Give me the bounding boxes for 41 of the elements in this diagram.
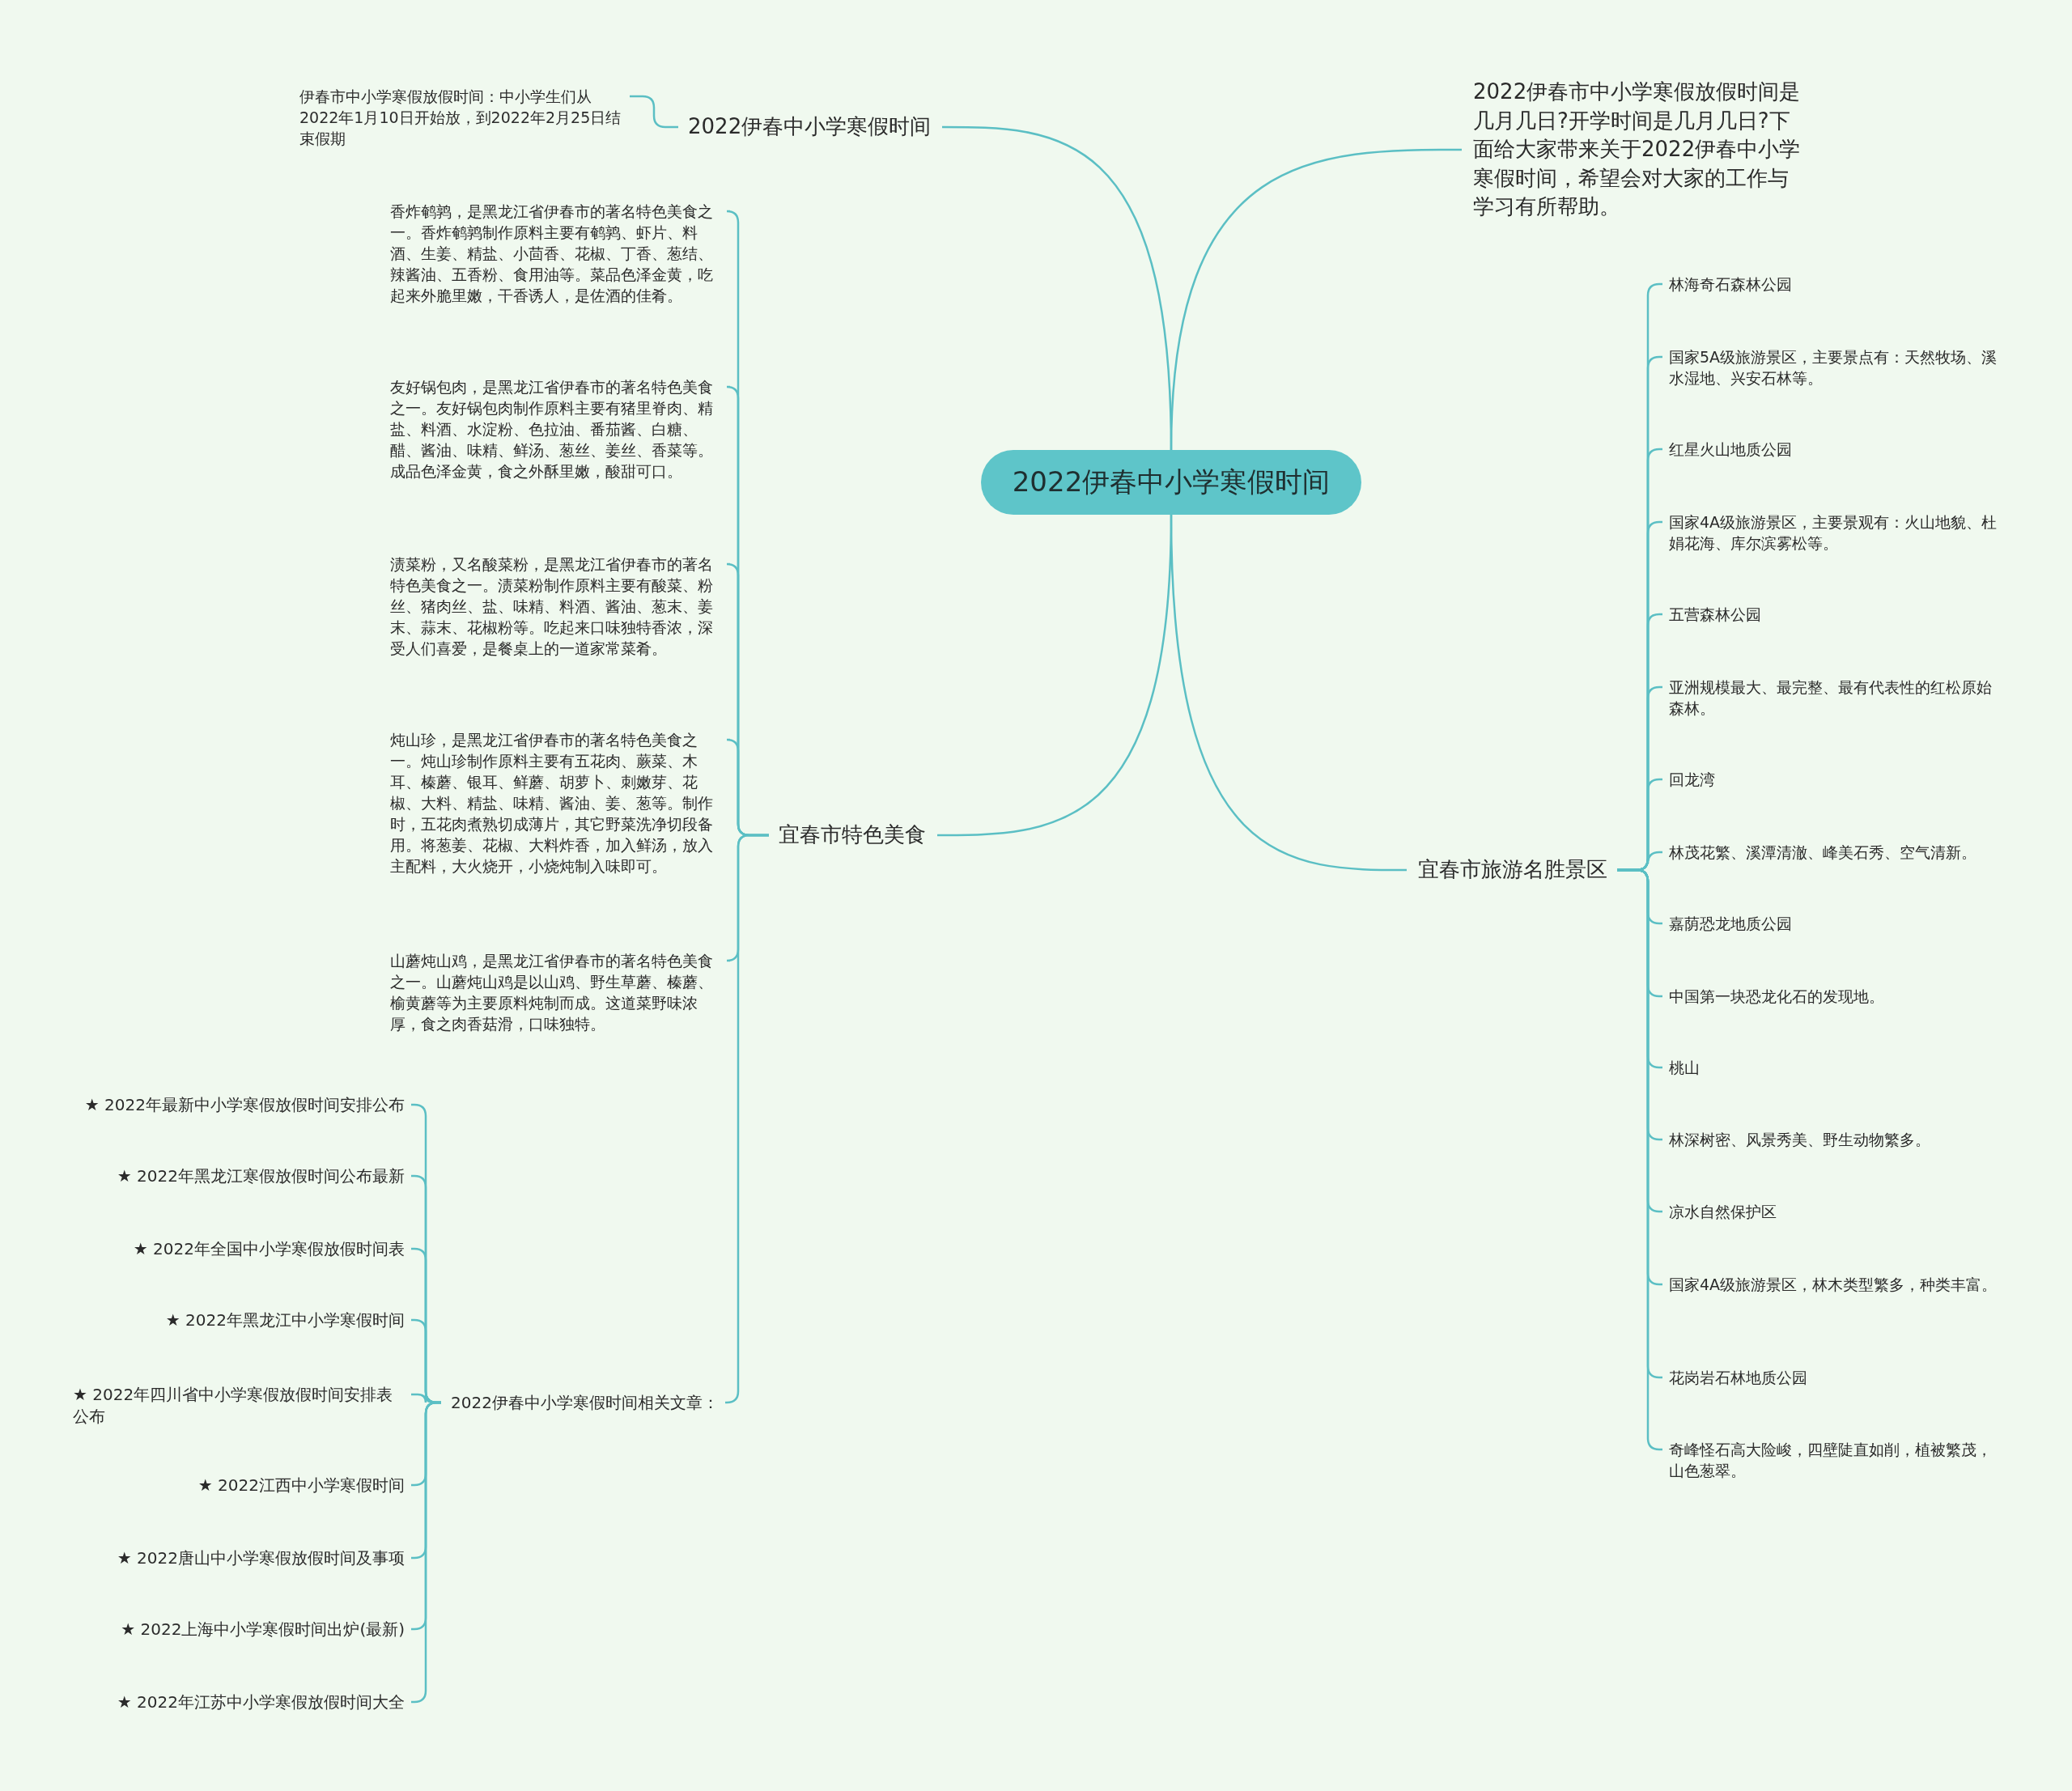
topic-text: 国家5A级旅游景区，主要景点有：天然牧场、溪水湿地、兴安石林等。 xyxy=(1669,346,2001,389)
topic-text: 炖山珍，是黑龙江省伊春市的著名特色美食之一。炖山珍制作原料主要有五花肉、蕨菜、木耳、榛蘑、银耳、鲜蘑、胡萝卜、刺嫩芽、花椒、大料、精盐、味精、酱油、姜、葱等。制作时，五花肉煮熟切成薄片，其它野菜洗净切段备用。将葱姜、花椒、大料炸香，加入鲜汤，放入主配料，大火烧开，小烧炖制入味即可。 xyxy=(390,729,724,877)
topic-text: 奇峰怪石高大险峻，四壁陡直如削，植被繁茂，山色葱翠。 xyxy=(1669,1439,2001,1482)
topic-text: 国家4A级旅游景区，林木类型繁多，种类丰富。 xyxy=(1669,1274,2001,1295)
connector-line xyxy=(630,95,678,129)
topic-text: 亚洲规模最大、最完整、最有代表性的红松原始森林。 xyxy=(1669,677,2001,719)
topic-text: ★ 2022年四川省中小学寒假放假时间安排表公布 xyxy=(73,1384,405,1428)
topic-text: 国家4A级旅游景区，主要景观有：火山地貌、杜娟花海、库尔滨雾松等。 xyxy=(1669,511,2001,554)
topic-text: 嘉荫恐龙地质公园 xyxy=(1669,913,2001,934)
branch-topic: 2022伊春中小学寒假时间相关文章： xyxy=(451,1392,719,1413)
topic-text: ★ 2022年全国中小学寒假放假时间表 xyxy=(133,1238,405,1261)
connector-line xyxy=(1170,148,1462,451)
topic-text: 香炸鹌鹑，是黑龙江省伊春市的著名特色美食之一。香炸鹌鹑制作原料主要有鹌鹑、虾片、料酒、生姜、精盐、小茴香、花椒、丁香、葱结、辣酱油、五香粉、食用油等。菜品色泽金黄，吃起来外脆里嫩，干香诱人，是佐酒的佳肴。 xyxy=(390,201,724,307)
topic-text: 桃山 xyxy=(1669,1057,2001,1078)
topic-text: ★ 2022年黑龙江寒假放假时间公布最新 xyxy=(117,1165,405,1188)
branch-topic: 宜春市特色美食 xyxy=(779,821,926,849)
connector-line xyxy=(1170,514,1407,872)
topic-text: 林茂花繁、溪潭清澈、峰美石秀、空气清新。 xyxy=(1669,842,2001,863)
topic-text: 渍菜粉，又名酸菜粉，是黑龙江省伊春市的著名特色美食之一。渍菜粉制作原料主要有酸菜、粉丝、猪肉丝、盐、味精、料酒、酱油、葱末、姜末、蒜末、花椒粉等。吃起来口味独特香浓，深受人们喜爱，是餐桌上的一道家常菜肴。 xyxy=(390,554,724,660)
connector-line xyxy=(724,834,769,1404)
topic-text: 凉水自然保护区 xyxy=(1669,1201,2001,1222)
topic-text: 花岗岩石林地质公园 xyxy=(1669,1367,2001,1388)
topic-text: ★ 2022年江苏中小学寒假放假时间大全 xyxy=(117,1691,405,1714)
topic-text: 中国第一块恐龙化石的发现地。 xyxy=(1669,986,2001,1007)
topic-text: 林深树密、风景秀美、野生动物繁多。 xyxy=(1669,1129,2001,1150)
topic-text: ★ 2022江西中小学寒假时间 xyxy=(197,1475,405,1497)
topic-text: 回龙湾 xyxy=(1669,769,2001,790)
topic-text: 红星火山地质公园 xyxy=(1669,439,2001,460)
topic-text: 林海奇石森林公园 xyxy=(1669,274,2001,295)
topic-text: ★ 2022上海中小学寒假时间出炉(最新) xyxy=(121,1619,405,1641)
topic-text: 友好锅包肉，是黑龙江省伊春市的著名特色美食之一。友好锅包肉制作原料主要有猪里脊肉、精盐、料酒、水淀粉、色拉油、番茄酱、白糖、醋、酱油、味精、鲜汤、葱丝、姜丝、香菜等。成品色泽金黄，食之外酥里嫩，酸甜可口。 xyxy=(390,376,724,482)
topic-text: 五营森林公园 xyxy=(1669,604,2001,625)
branch-topic: 2022伊春中小学寒假时间 xyxy=(688,113,932,141)
topic-text: 伊春市中小学寒假放假时间：中小学生们从2022年1月10日开始放，到2022年2月25日结束假期 xyxy=(299,86,623,150)
branch-topic: 宜春市旅游名胜景区 xyxy=(1418,856,1607,884)
topic-text: ★ 2022唐山中小学寒假放假时间及事项 xyxy=(117,1547,405,1570)
topic-text: 2022伊春市中小学寒假放假时间是几月几日?开学时间是几月几日?下面给大家带来关于2022伊春中小学寒假时间，希望会对大家的工作与学习有所帮助。 xyxy=(1473,78,1805,223)
topic-text: 山蘑炖山鸡，是黑龙江省伊春市的著名特色美食之一。山蘑炖山鸡是以山鸡、野生草蘑、榛蘑、榆黄蘑等为主要原料炖制而成。这道菜野味浓厚，食之肉香菇滑，口味独特。 xyxy=(390,950,724,1035)
topic-text: ★ 2022年最新中小学寒假放假时间安排公布 xyxy=(84,1094,405,1117)
topic-text: ★ 2022年黑龙江中小学寒假时间 xyxy=(165,1309,405,1332)
central-topic: 2022伊春中小学寒假时间 xyxy=(981,450,1361,515)
